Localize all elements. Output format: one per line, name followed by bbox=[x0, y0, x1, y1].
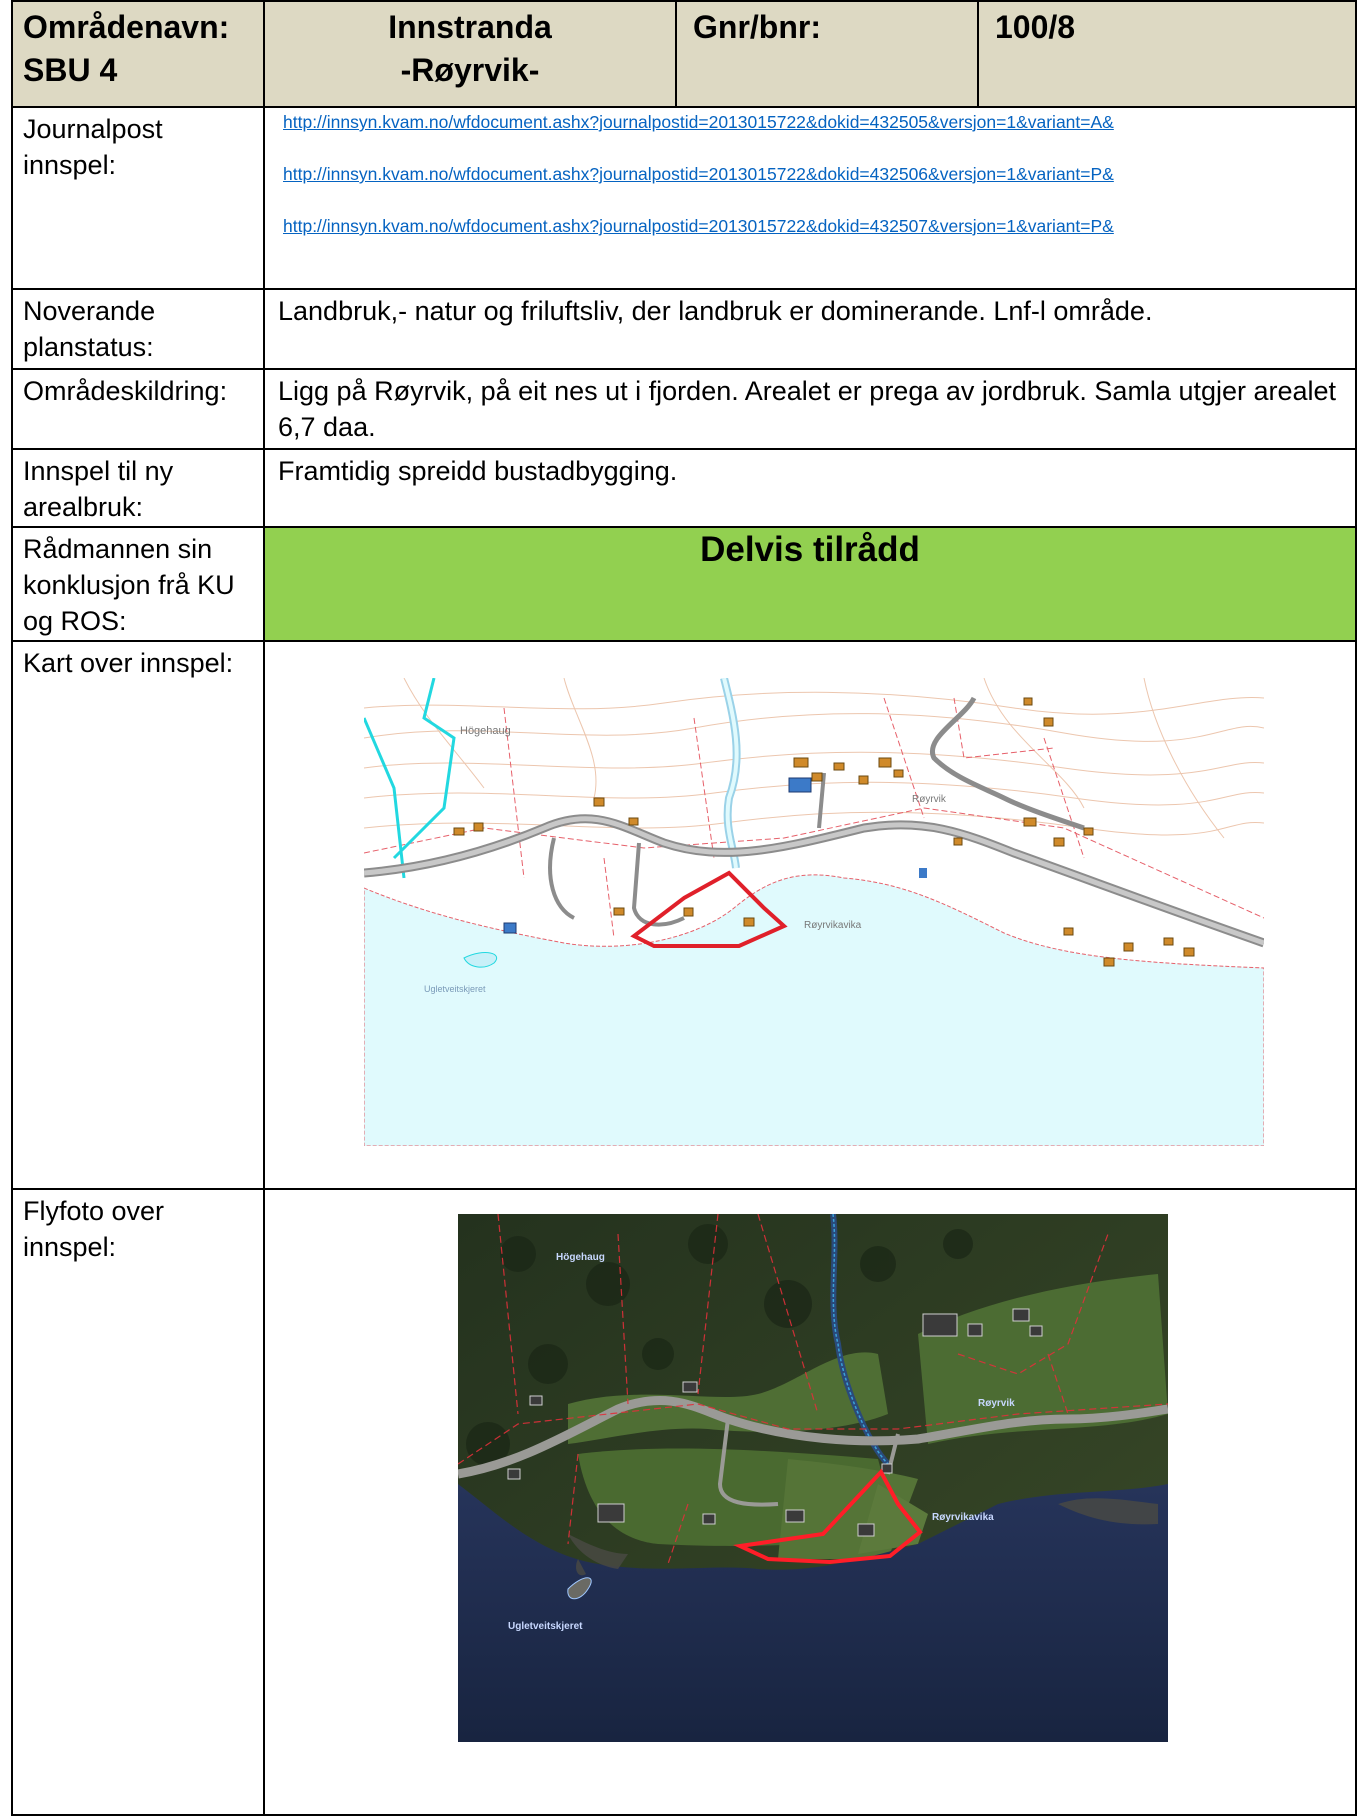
gnr-value: 100/8 bbox=[995, 9, 1076, 45]
description-label: Områdeskildring: bbox=[11, 368, 265, 450]
area-form-table: Områdenavn: SBU 4 Innstranda -Røyrvik- G… bbox=[11, 0, 1357, 1816]
header-row: Områdenavn: SBU 4 Innstranda -Røyrvik- G… bbox=[11, 0, 1357, 108]
aerial-plot-outline bbox=[733, 1468, 923, 1565]
svg-text:Högehaug: Högehaug bbox=[460, 725, 511, 737]
conclusion-row: Rådmannen sin konklusjon frå KU og ROS: … bbox=[11, 526, 1357, 642]
journal-row: Journalpost innspel: http://innsyn.kvam.… bbox=[11, 106, 1357, 290]
plot-outline bbox=[630, 870, 788, 948]
overview-map-image: Högehaug Røyrvik Røyrvikavika Ugletveits… bbox=[364, 678, 1264, 1146]
aerial-cell: Högehaug Røyrvik Røyrvikavika Ugletveits… bbox=[263, 1188, 1357, 1816]
gnr-value-cell: 100/8 bbox=[977, 0, 1357, 108]
conclusion-label: Rådmannen sin konklusjon frå KU og ROS: bbox=[11, 526, 265, 642]
area-name: Innstranda bbox=[388, 9, 552, 45]
gnr-label: Gnr/bnr: bbox=[693, 9, 821, 45]
proposal-row: Innspel til ny arealbruk: Framtidig spre… bbox=[11, 448, 1357, 528]
journal-link-1[interactable]: http://innsyn.kvam.no/wfdocument.ashx?jo… bbox=[283, 112, 1114, 132]
map-figure: Högehaug Røyrvik Røyrvikavika Ugletveits… bbox=[364, 678, 1264, 1146]
svg-text:Røyrvik: Røyrvik bbox=[978, 1398, 1015, 1409]
map-cell: Högehaug Røyrvik Røyrvikavika Ugletveits… bbox=[263, 640, 1357, 1190]
aerial-label: Flyfoto over innspel: bbox=[11, 1188, 265, 1816]
svg-text:Ugletveitskjeret: Ugletveitskjeret bbox=[424, 984, 486, 994]
description-row: Områdeskildring: Ligg på Røyrvik, på eit… bbox=[11, 368, 1357, 450]
svg-text:Högehaug: Högehaug bbox=[556, 1252, 605, 1263]
journal-links: http://innsyn.kvam.no/wfdocument.ashx?jo… bbox=[263, 106, 1357, 290]
planstatus-row: Noverande planstatus: Landbruk,- natur o… bbox=[11, 288, 1357, 370]
svg-text:Røyrvik: Røyrvik bbox=[912, 794, 947, 805]
conclusion-value: Delvis tilrådd bbox=[263, 526, 1357, 642]
proposal-value: Framtidig spreidd bustadbygging. bbox=[263, 448, 1357, 528]
aerial-row: Flyfoto over innspel: bbox=[11, 1188, 1357, 1816]
svg-text:Ugletveitskjeret: Ugletveitskjeret bbox=[508, 1621, 583, 1632]
planstatus-label: Noverande planstatus: bbox=[11, 288, 265, 370]
journal-link-2[interactable]: http://innsyn.kvam.no/wfdocument.ashx?jo… bbox=[283, 164, 1114, 184]
area-subname: -Røyrvik- bbox=[400, 52, 540, 88]
description-value: Ligg på Røyrvik, på eit nes ut i fjorden… bbox=[263, 368, 1357, 450]
proposal-label: Innspel til ny arealbruk: bbox=[11, 448, 265, 528]
journal-label: Journalpost innspel: bbox=[11, 106, 265, 290]
area-name-cell: Innstranda -Røyrvik- bbox=[263, 0, 677, 108]
area-code: SBU 4 bbox=[23, 52, 118, 88]
map-label: Kart over innspel: bbox=[11, 640, 265, 1190]
map-row: Kart over innspel: bbox=[11, 640, 1357, 1190]
svg-text:Røyrvikavika: Røyrvikavika bbox=[804, 920, 862, 931]
gnr-label-cell: Gnr/bnr: bbox=[675, 0, 979, 108]
journal-link-3[interactable]: http://innsyn.kvam.no/wfdocument.ashx?jo… bbox=[283, 216, 1114, 236]
area-label: Områdenavn: bbox=[23, 9, 230, 45]
area-label-cell: Områdenavn: SBU 4 bbox=[11, 0, 265, 108]
aerial-figure: Högehaug Røyrvik Røyrvikavika Ugletveits… bbox=[458, 1214, 1168, 1742]
svg-text:Røyrvikavika: Røyrvikavika bbox=[932, 1512, 994, 1523]
aerial-photo-image: Högehaug Røyrvik Røyrvikavika Ugletveits… bbox=[458, 1214, 1168, 1742]
planstatus-value: Landbruk,- natur og friluftsliv, der lan… bbox=[263, 288, 1357, 370]
